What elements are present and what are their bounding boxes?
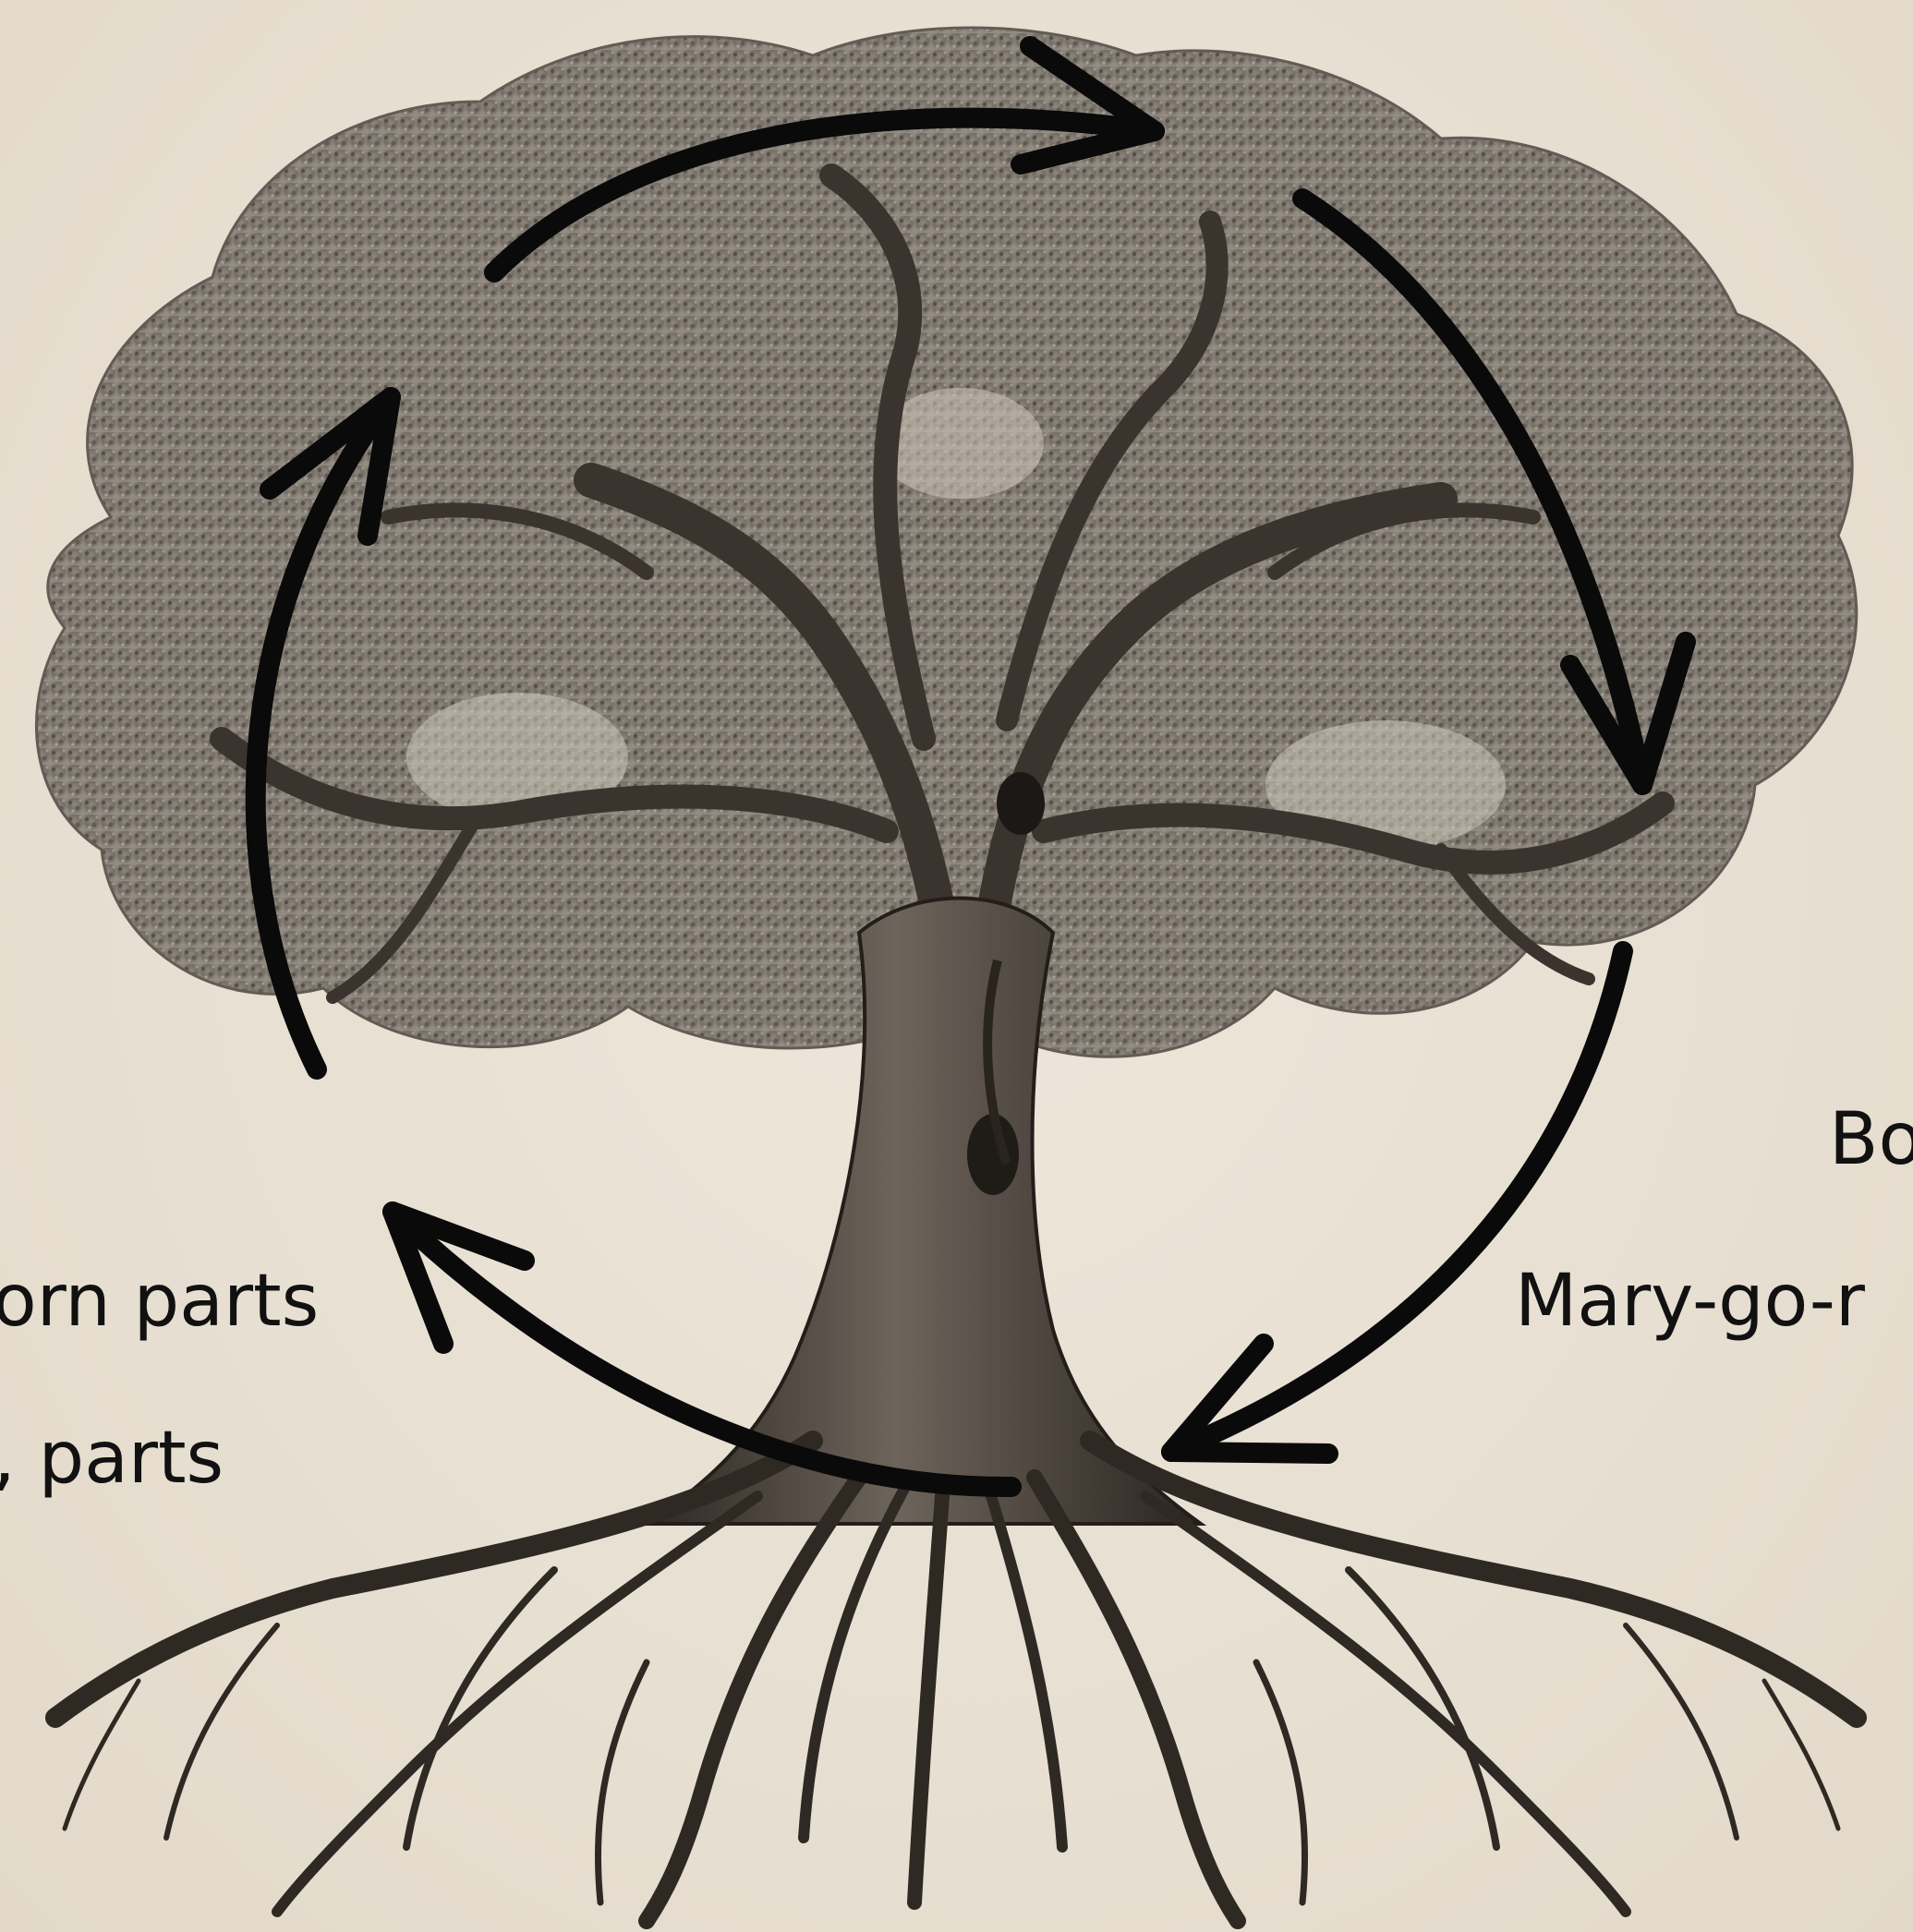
label-right-lower: Mary-go-r	[1515, 1265, 1865, 1337]
label-right-upper: Bo	[1829, 1104, 1913, 1176]
label-left-upper: orn parts	[0, 1265, 319, 1337]
label-left-fragment: ,	[0, 573, 5, 645]
label-left-lower: , parts	[0, 1422, 224, 1494]
arrow-right-lower	[1171, 951, 1623, 1454]
trunk-knot	[997, 772, 1045, 835]
